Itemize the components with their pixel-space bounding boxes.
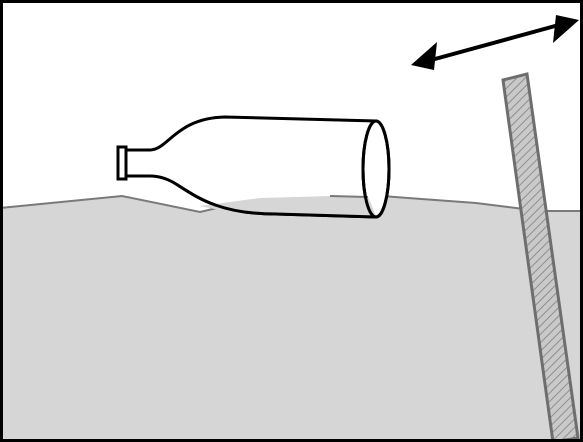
bottle-icon (116, 115, 391, 219)
water-body (0, 196, 583, 442)
double-headed-arrow-icon (411, 15, 579, 70)
stick-icon (501, 72, 580, 442)
